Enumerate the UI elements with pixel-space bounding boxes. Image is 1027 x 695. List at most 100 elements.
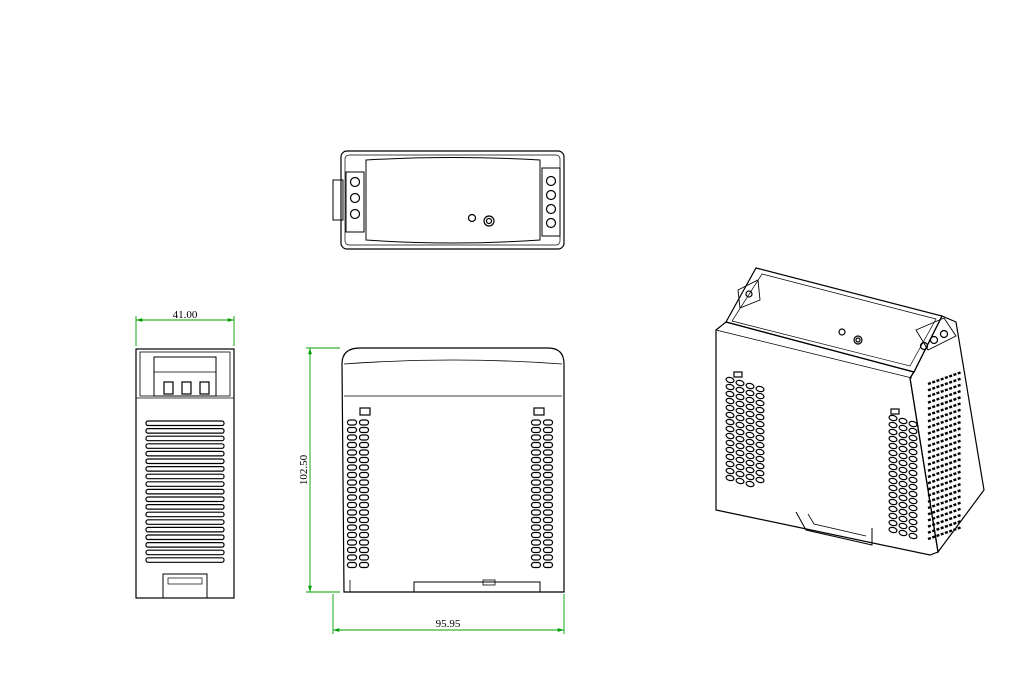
front-vent-holes bbox=[346, 419, 554, 569]
iso-hole bbox=[725, 446, 735, 454]
vent-hole bbox=[358, 456, 370, 464]
iso-slot bbox=[927, 414, 963, 429]
iso-hole bbox=[898, 445, 908, 453]
iso-hole bbox=[888, 505, 898, 513]
vent-slot bbox=[145, 458, 225, 465]
iso-hole bbox=[888, 428, 898, 436]
vent-hole bbox=[542, 434, 554, 441]
iso-hole bbox=[755, 441, 765, 449]
iso-hole bbox=[908, 469, 918, 477]
iso-hole bbox=[745, 389, 755, 397]
iso-hole bbox=[888, 526, 898, 534]
vent-hole bbox=[346, 464, 358, 471]
iso-slot bbox=[927, 525, 963, 541]
vent-hole bbox=[530, 501, 542, 509]
iso-vent-holes bbox=[725, 376, 918, 540]
iso-hole bbox=[725, 383, 735, 391]
vent-hole bbox=[358, 531, 370, 539]
iso-hole bbox=[725, 376, 735, 384]
iso-hole bbox=[888, 491, 898, 499]
vent-hole bbox=[530, 486, 542, 494]
iso-hole bbox=[908, 525, 918, 533]
vent-slot bbox=[145, 443, 225, 449]
iso-hole bbox=[908, 448, 918, 456]
vent-slot bbox=[145, 519, 225, 525]
iso-hole bbox=[888, 414, 898, 422]
iso-slot bbox=[927, 470, 963, 485]
iso-hole bbox=[888, 435, 898, 443]
iso-hole bbox=[755, 455, 765, 463]
iso-hole bbox=[898, 459, 908, 467]
vent-slot bbox=[145, 504, 225, 510]
iso-hole bbox=[898, 529, 908, 537]
iso-side-slots bbox=[927, 370, 963, 541]
iso-hole bbox=[725, 432, 735, 440]
vent-hole bbox=[530, 479, 542, 486]
iso-hole bbox=[888, 470, 898, 478]
dim-front-height: 102.50 bbox=[298, 454, 310, 485]
vent-hole bbox=[542, 539, 554, 546]
iso-hole bbox=[898, 417, 908, 425]
vent-slot bbox=[145, 511, 225, 518]
vent-hole bbox=[542, 479, 554, 486]
vent-hole bbox=[346, 531, 358, 539]
iso-hole bbox=[908, 434, 918, 442]
vent-hole bbox=[530, 471, 542, 479]
vent-hole bbox=[358, 546, 370, 554]
iso-hole bbox=[725, 397, 735, 405]
vent-hole bbox=[530, 524, 542, 531]
vent-hole bbox=[358, 494, 370, 501]
iso-hole bbox=[755, 427, 765, 435]
iso-hole bbox=[745, 452, 755, 460]
vent-hole bbox=[542, 464, 554, 471]
vent-hole bbox=[542, 486, 554, 494]
vent-hole bbox=[346, 486, 358, 494]
iso-hole bbox=[888, 463, 898, 471]
vent-slot bbox=[145, 541, 225, 548]
vent-hole bbox=[346, 561, 358, 569]
iso-hole bbox=[745, 424, 755, 432]
vent-hole bbox=[542, 561, 554, 569]
iso-hole bbox=[898, 522, 908, 530]
vent-hole bbox=[346, 516, 358, 524]
vent-hole bbox=[542, 471, 554, 479]
vent-hole bbox=[358, 561, 370, 569]
iso-hole bbox=[735, 456, 745, 464]
iso-hole bbox=[755, 434, 765, 442]
iso-hole bbox=[745, 396, 755, 404]
iso-hole bbox=[898, 494, 908, 502]
iso-hole bbox=[755, 385, 765, 393]
iso-hole bbox=[898, 431, 908, 439]
vent-hole bbox=[542, 509, 554, 516]
vent-hole bbox=[358, 524, 370, 531]
vent-hole bbox=[346, 546, 358, 554]
iso-hole bbox=[735, 407, 745, 415]
iso-slot bbox=[927, 457, 963, 472]
iso-slot bbox=[927, 451, 963, 466]
iso-hole bbox=[908, 504, 918, 512]
iso-hole bbox=[755, 420, 765, 428]
vent-slot bbox=[145, 496, 225, 503]
vent-hole bbox=[346, 501, 358, 509]
side-view bbox=[135, 348, 235, 599]
iso-hole bbox=[908, 427, 918, 435]
vent-hole bbox=[542, 419, 554, 426]
iso-hole bbox=[745, 410, 755, 418]
vent-slot bbox=[145, 420, 225, 427]
vent-hole bbox=[530, 539, 542, 546]
iso-hole bbox=[745, 473, 755, 481]
top-view bbox=[332, 150, 565, 250]
iso-slot bbox=[927, 432, 963, 448]
iso-hole bbox=[755, 399, 765, 407]
vent-hole bbox=[358, 441, 370, 449]
iso-hole bbox=[745, 431, 755, 439]
iso-hole bbox=[755, 469, 765, 477]
iso-hole bbox=[888, 519, 898, 527]
iso-hole bbox=[908, 532, 918, 540]
vent-hole bbox=[358, 509, 370, 516]
iso-hole bbox=[735, 449, 745, 457]
vent-hole bbox=[358, 554, 370, 561]
vent-hole bbox=[542, 501, 554, 509]
vent-slot bbox=[145, 534, 225, 541]
